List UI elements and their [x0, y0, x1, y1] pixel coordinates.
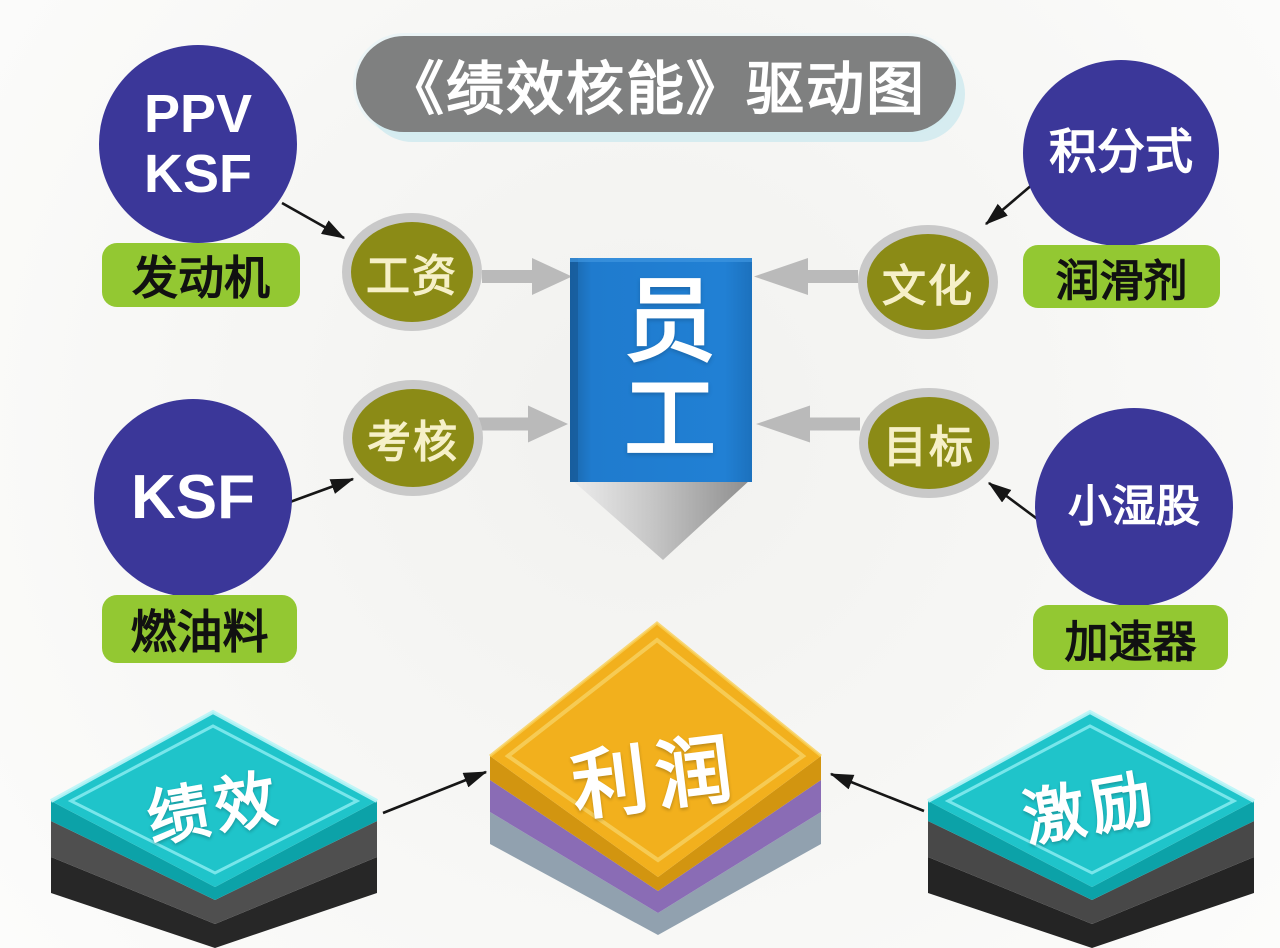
profit-diamond — [489, 621, 822, 935]
arrow-points-to-culture — [985, 183, 1034, 225]
ksf-line: KSF — [144, 144, 252, 204]
node-ksf-circle: KSF — [94, 399, 292, 597]
tag-accelerator: 加速器 — [1033, 605, 1228, 670]
employee-pointer-shape — [570, 258, 752, 560]
driver-goal-label: 目标 — [883, 423, 975, 472]
ksf-only-label: KSF — [131, 463, 255, 533]
thick-arrow-goal-to-employee — [756, 405, 860, 443]
driver-culture-label: 文化 — [882, 262, 974, 311]
node-ppv-ksf-circle: PPV KSF — [99, 45, 297, 243]
thick-arrow-culture-to-employee — [754, 258, 858, 295]
driver-culture-oval: 文化 — [858, 225, 998, 339]
employee-label: 员工 — [610, 272, 713, 468]
thin-connector-arrows — [281, 183, 1041, 815]
node-small-wet-equity-circle: 小湿股 — [1035, 408, 1233, 606]
tag-lubricant: 润滑剂 — [1023, 245, 1220, 308]
driver-salary-oval: 工资 — [342, 213, 482, 331]
arrow-ksf-to-assessment — [289, 477, 355, 504]
incentive-diamond — [927, 709, 1255, 948]
title-banner: 《绩效核能》驱动图 — [356, 36, 956, 132]
performance-diamond — [50, 709, 378, 948]
thick-arrow-salary-to-employee — [482, 258, 572, 295]
arrow-equity-to-goal — [987, 481, 1041, 523]
tag-fuel: 燃油料 — [102, 595, 297, 663]
tag-engine-label: 发动机 — [132, 252, 270, 304]
tag-engine: 发动机 — [102, 243, 300, 307]
driver-assessment-label: 考核 — [367, 418, 459, 467]
tag-accelerator-label: 加速器 — [1064, 617, 1197, 667]
tag-lubricant-label: 润滑剂 — [1055, 256, 1188, 306]
arrow-performance-to-profit — [382, 770, 488, 815]
title-text: 《绩效核能》驱动图 — [385, 57, 926, 122]
tag-fuel-label: 燃油料 — [130, 606, 269, 658]
driver-goal-oval: 目标 — [859, 388, 999, 498]
driver-salary-label: 工资 — [366, 252, 458, 301]
arrow-incentive-to-profit — [829, 772, 925, 813]
ppv-line: PPV — [143, 83, 253, 144]
node-points-system-circle: 积分式 — [1023, 60, 1219, 246]
thick-arrow-assessment-to-employee — [478, 405, 568, 443]
driver-assessment-oval: 考核 — [343, 380, 483, 496]
small-wet-equity-label: 小湿股 — [1068, 482, 1200, 532]
arrow-ppvksf-to-salary — [281, 201, 346, 240]
points-system-label: 积分式 — [1048, 126, 1193, 180]
